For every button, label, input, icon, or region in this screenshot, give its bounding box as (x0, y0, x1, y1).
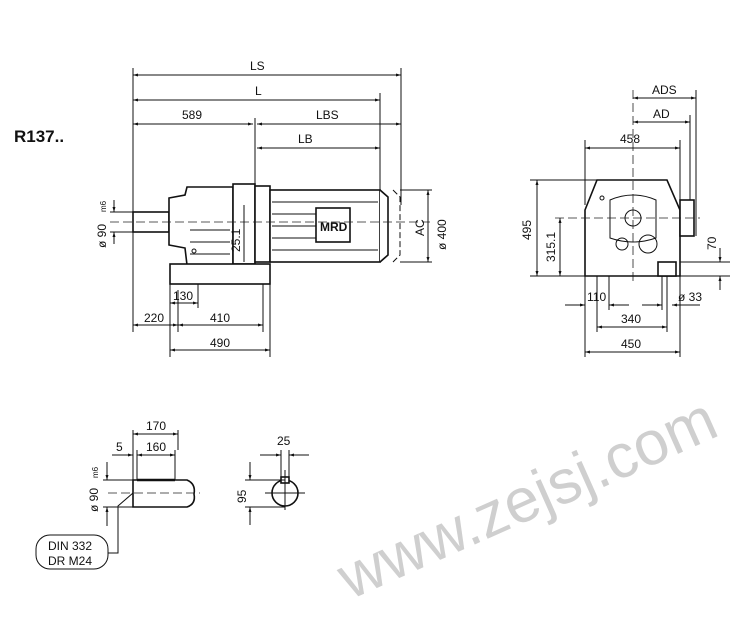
dim-25: 25 (277, 434, 291, 448)
dim-95: 95 (235, 489, 249, 503)
dim-LB: LB (298, 132, 313, 146)
dim-220: 220 (144, 311, 164, 325)
dim-340: 340 (621, 312, 641, 326)
dim-shaft-tol-detail: m6 (91, 466, 100, 478)
dim-shaft-dia: ø 90 (95, 224, 109, 248)
dim-shaft-tol: m6 (99, 200, 108, 212)
dim-450: 450 (621, 337, 641, 351)
dim-LS: LS (250, 59, 265, 73)
dim-410: 410 (210, 311, 230, 325)
dim-dia-400: ø 400 (435, 219, 449, 250)
dim-458: 458 (620, 132, 640, 146)
dim-170: 170 (146, 419, 166, 433)
dim-L: L (255, 84, 262, 98)
dim-shaft-dia-detail: ø 90 (87, 488, 101, 512)
dim-110: 110 (587, 290, 606, 304)
watermark: www.zejsj.com (327, 384, 727, 613)
dim-ADS: ADS (652, 83, 677, 97)
note-din-332: DIN 332 (48, 539, 92, 553)
dim-160: 160 (146, 440, 166, 454)
dim-130: 130 (173, 289, 193, 303)
dim-LBS: LBS (316, 108, 339, 122)
dim-25-1: 25.1 (229, 228, 243, 252)
dim-315-1: 315.1 (544, 232, 558, 262)
dim-70: 70 (705, 236, 719, 250)
dim-AC: AC (413, 219, 427, 236)
motor-badge: MRD (320, 220, 348, 234)
dim-dia-33: ø 33 (678, 290, 702, 304)
dim-5: 5 (116, 440, 123, 454)
dim-AD: AD (653, 107, 670, 121)
dim-589: 589 (182, 108, 202, 122)
end-view: ADS AD 458 495 315.1 70 110 ø 33 340 450 (520, 83, 730, 357)
note-dr-m24: DR M24 (48, 554, 92, 568)
side-view: LS L 589 LBS LB MRD ø 90 m6 25.1 (95, 59, 449, 357)
dim-490: 490 (210, 336, 230, 350)
dim-495: 495 (520, 220, 534, 240)
model-label: R137.. (14, 127, 64, 146)
shaft-detail: 170 5 160 ø 90 m6 DIN 332 DR M24 95 25 (35, 419, 309, 570)
